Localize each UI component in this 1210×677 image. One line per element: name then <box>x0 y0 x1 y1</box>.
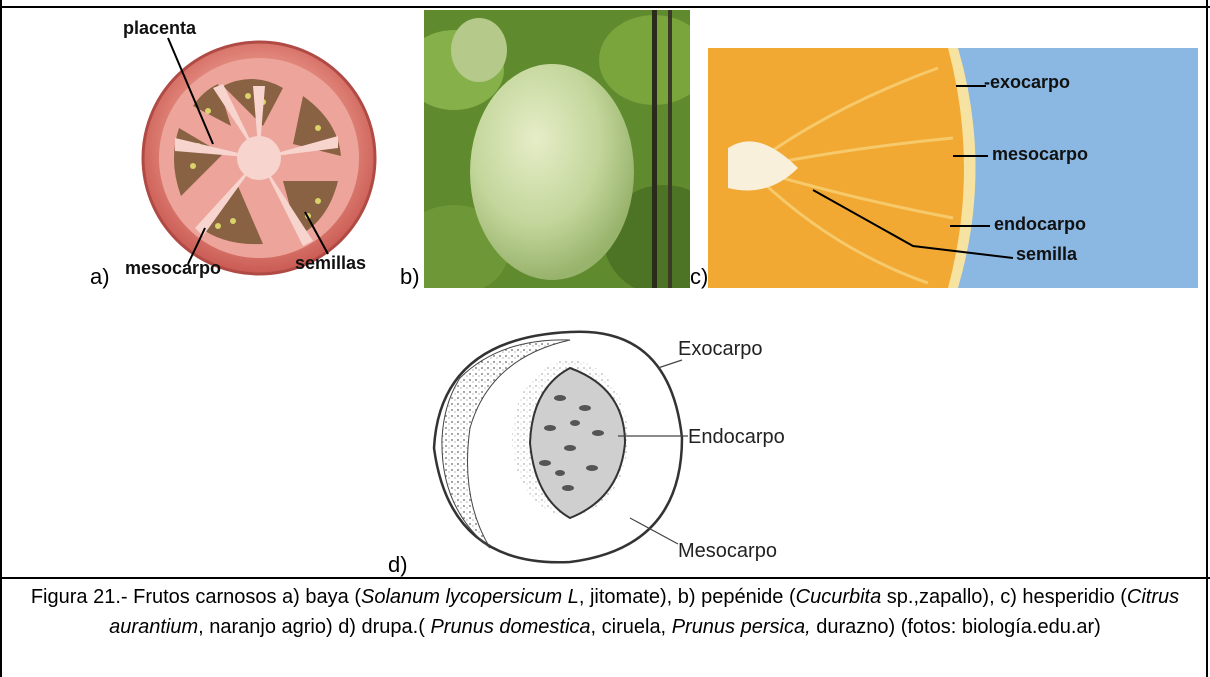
caption-text-3: sp.,zapallo), c) hesperidio ( <box>881 586 1127 608</box>
squash-illustration <box>424 10 690 288</box>
caption-text-2: , jitomate), b) pepénide ( <box>579 586 796 608</box>
callout-semilla: semilla <box>1016 244 1077 265</box>
tomato-cross-section-image: placenta mesocarpo semillas <box>113 16 399 288</box>
callout-mesocarpo-d: Mesocarpo <box>678 540 777 563</box>
callout-mesocarpo: mesocarpo <box>125 258 221 279</box>
drupe-diagram-image: Exocarpo Endocarpo Mesocarpo <box>420 318 820 572</box>
orange-illustration <box>708 48 1198 288</box>
caption-text-5: , ciruela, <box>591 616 672 638</box>
figure-caption: Figura 21.- Frutos carnosos a) baya (Sol… <box>4 582 1206 642</box>
panel-d-label: d) <box>388 554 408 576</box>
panel-b-label: b) <box>400 266 420 288</box>
squash-photo-image <box>424 10 690 288</box>
caption-divider <box>0 577 1210 579</box>
caption-species-cucurbita: Cucurbita <box>796 586 882 608</box>
callout-semillas: semillas <box>295 253 366 274</box>
callout-endocarpo-d: Endocarpo <box>688 426 785 449</box>
callout-endocarpo: endocarpo <box>994 214 1086 235</box>
orange-segment-image: -exocarpo mesocarpo endocarpo semilla <box>708 48 1198 288</box>
caption-species-solanum: Solanum lycopersicum L <box>361 586 579 608</box>
callout-exocarpo-d: Exocarpo <box>678 338 763 361</box>
panel-c-label: c) <box>690 266 708 288</box>
callout-mesocarpo-c: mesocarpo <box>992 144 1088 165</box>
callout-exocarpo: -exocarpo <box>984 72 1070 93</box>
callout-placenta: placenta <box>123 18 196 39</box>
panel-a-label: a) <box>90 266 110 288</box>
caption-text-1: Figura 21.- Frutos carnosos a) baya ( <box>31 586 361 608</box>
caption-species-prunus-domestica: Prunus domestica <box>430 616 590 638</box>
caption-species-prunus-persica: Prunus persica, <box>672 616 811 638</box>
caption-text-4: , naranjo agrio) d) drupa.( <box>198 616 430 638</box>
caption-text-6: durazno) (fotos: biología.edu.ar) <box>811 616 1101 638</box>
tomato-illustration <box>113 16 399 288</box>
